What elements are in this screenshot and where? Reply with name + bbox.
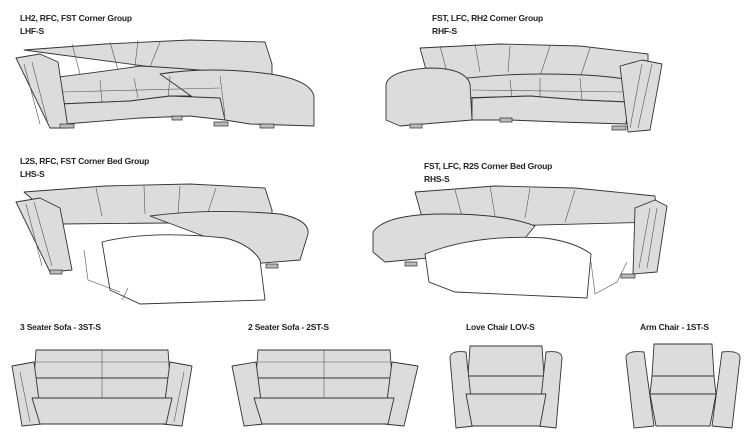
corner-group-lhf-drawing	[15, 39, 315, 129]
product-label-rhf: FST, LFC, RH2 Corner Group RHF-S	[432, 12, 543, 38]
corner-group-rhf-drawing	[385, 43, 663, 133]
product-title: L2S, RFC, FST Corner Bed Group	[20, 156, 150, 166]
product-label-lhf: LH2, RFC, FST Corner Group LHF-S	[20, 12, 132, 38]
product-code: RHS-S	[424, 174, 450, 184]
product-label-rhs: FST, LFC, R2S Corner Bed Group RHS-S	[424, 160, 552, 186]
product-title: LH2, RFC, FST Corner Group	[20, 13, 132, 23]
product-label-lov: Love Chair LOV-S	[466, 322, 535, 332]
product-label-1st: Arm Chair - 1ST-S	[640, 322, 709, 332]
product-title: FST, LFC, R2S Corner Bed Group	[424, 161, 553, 171]
corner-bed-group-lhs-drawing	[15, 183, 309, 305]
product-label-lhs: L2S, RFC, FST Corner Bed Group LHS-S	[20, 155, 149, 181]
product-code: RHF-S	[432, 26, 457, 36]
product-label-3st: 3 Seater Sofa - 3ST-S	[20, 322, 101, 332]
corner-bed-group-rhs-drawing	[372, 185, 668, 299]
product-code: LHS-S	[20, 169, 45, 179]
love-chair-drawing	[449, 345, 563, 429]
product-title: FST, LFC, RH2 Corner Group	[432, 13, 543, 23]
sofa-3-seater-drawing	[11, 349, 193, 427]
sofa-2-seater-drawing	[231, 349, 419, 427]
product-code: LHF-S	[20, 26, 45, 36]
product-label-2st: 2 Seater Sofa - 2ST-S	[248, 322, 329, 332]
arm-chair-drawing	[625, 343, 741, 429]
